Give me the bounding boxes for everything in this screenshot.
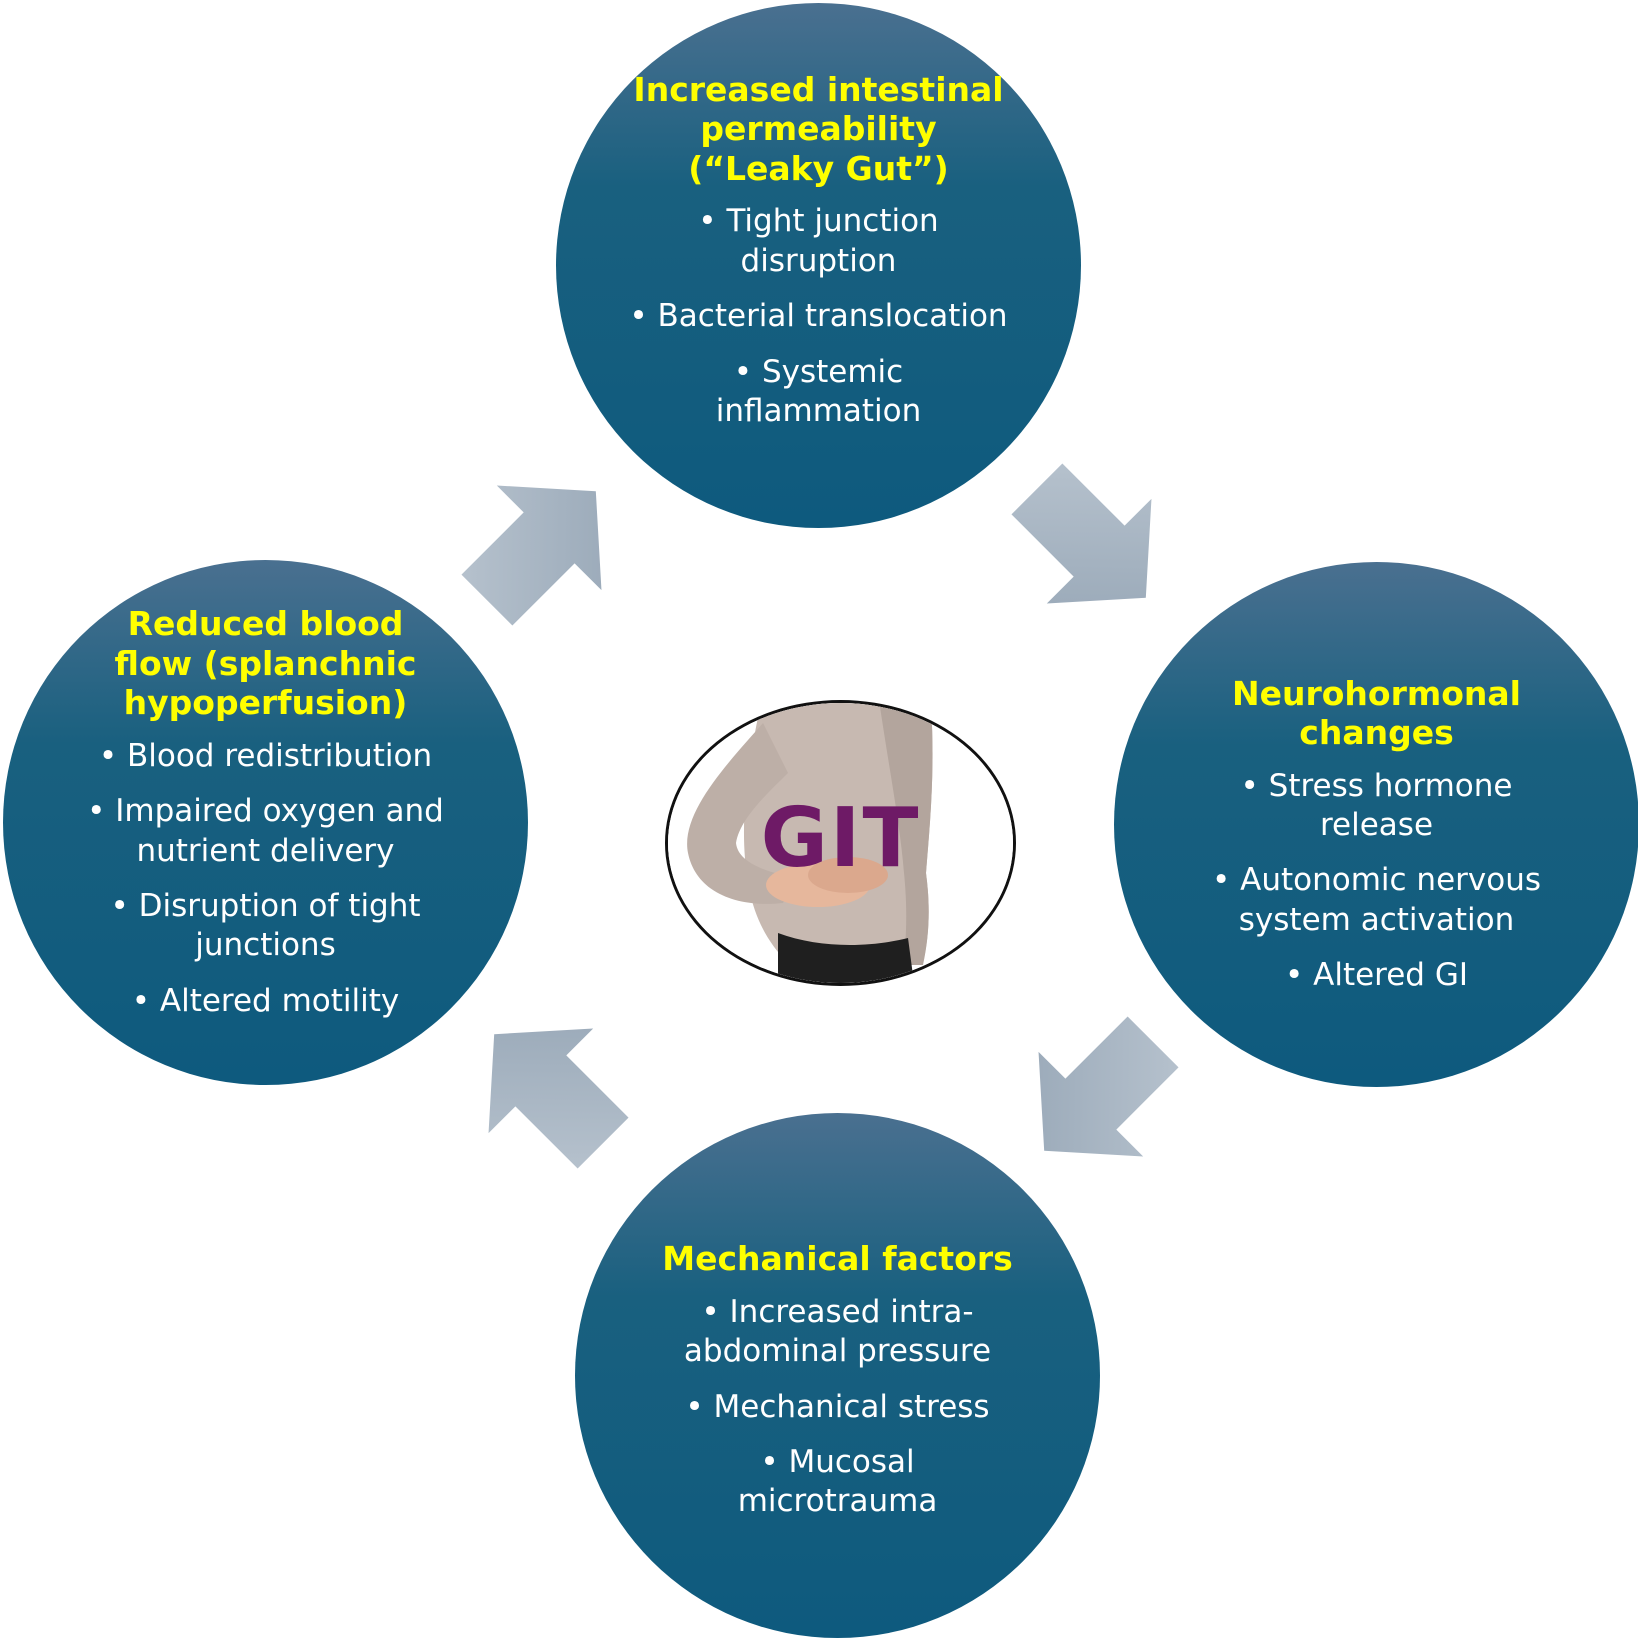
circle-list: Tight junction disruption Bacterial tran… xyxy=(629,198,1009,431)
list-item: Autonomic nervous system activation xyxy=(1212,861,1542,940)
arrow-top-to-right-icon xyxy=(1011,463,1152,604)
circle-reduced-blood-flow: Reduced blood flow (splanchnic hypoperfu… xyxy=(3,560,528,1085)
circle-title: Mechanical factors xyxy=(662,1239,1013,1279)
circle-mechanical-factors: Mechanical factors Increased intra-abdom… xyxy=(575,1113,1100,1638)
list-item: Bacterial translocation xyxy=(629,297,1009,336)
list-item: Blood redistribution xyxy=(86,737,446,776)
list-item: Altered GI xyxy=(1212,956,1542,995)
circle-intestinal-permeability: Increased intestinal permeability (“Leak… xyxy=(556,3,1081,528)
list-item: Mechanical stress xyxy=(673,1388,1003,1427)
arrow-left-to-top-icon xyxy=(461,485,602,626)
arrow-bottom-to-left-icon xyxy=(488,1028,629,1169)
list-item: Stress hormone release xyxy=(1212,767,1542,846)
arrow-right-to-bottom-icon xyxy=(1038,1016,1179,1157)
circle-title: Neurohormonal changes xyxy=(1231,673,1521,753)
list-item: Mucosal microtrauma xyxy=(673,1443,1003,1522)
person-holding-abdomen-illustration xyxy=(668,703,1013,983)
circle-neurohormonal: Neurohormonal changes Stress hormone rel… xyxy=(1114,562,1638,1087)
list-item: Disruption of tight junctions xyxy=(86,887,446,966)
circle-title: Increased intestinal permeability (“Leak… xyxy=(633,69,1004,188)
list-item: Tight junction disruption xyxy=(629,202,1009,281)
circle-list: Blood redistribution Impaired oxygen and… xyxy=(86,733,446,1021)
list-item: Impaired oxygen and nutrient delivery xyxy=(86,792,446,871)
list-item: Increased intra-abdominal pressure xyxy=(673,1293,1003,1372)
center-label: GIT xyxy=(760,791,921,886)
center-git-image: GIT xyxy=(665,700,1016,986)
circle-list: Stress hormone release Autonomic nervous… xyxy=(1212,763,1542,996)
circle-title: Reduced blood flow (splanchnic hypoperfu… xyxy=(114,604,417,723)
list-item: Altered motility xyxy=(86,982,446,1021)
list-item: Systemic inflammation xyxy=(629,353,1009,432)
circle-list: Increased intra-abdominal pressure Mecha… xyxy=(673,1289,1003,1522)
